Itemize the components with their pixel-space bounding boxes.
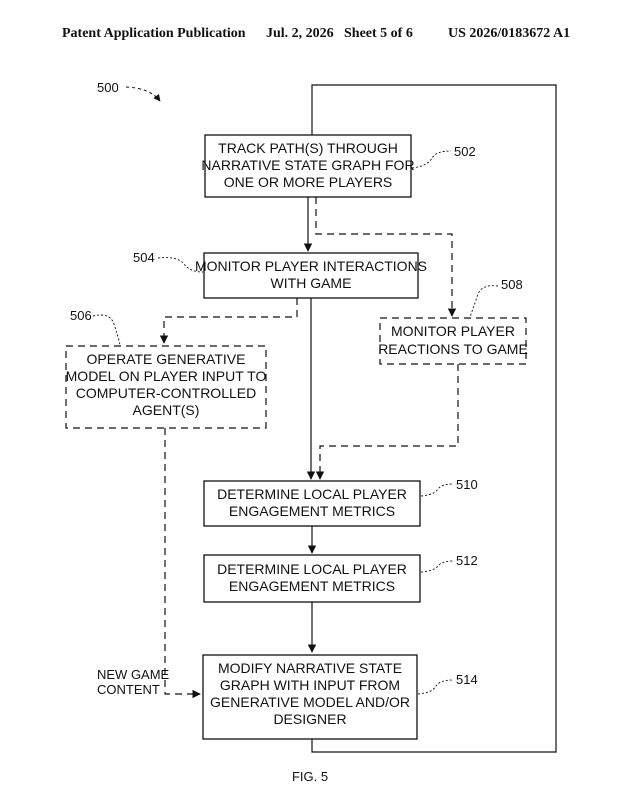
step-502-line-1: TRACK PATH(S) THROUGH bbox=[218, 140, 398, 156]
step-514-line-1: MODIFY NARRATIVE STATE bbox=[218, 660, 402, 676]
step-512-box: DETERMINE LOCAL PLAYER ENGAGEMENT METRIC… bbox=[204, 555, 420, 602]
step-506-line-4: AGENT(S) bbox=[133, 402, 200, 418]
ref-508: 508 bbox=[501, 277, 523, 292]
step-514-line-4: DESIGNER bbox=[273, 711, 346, 727]
ref-514: 514 bbox=[456, 672, 478, 687]
step-514-line-2: GRAPH WITH INPUT FROM bbox=[220, 677, 400, 693]
step-510-line-2: ENGAGEMENT METRICS bbox=[229, 503, 395, 519]
ref-500-arrow bbox=[126, 87, 160, 101]
ref-504: 504 bbox=[133, 250, 155, 265]
new-game-content-line-2: CONTENT bbox=[97, 682, 160, 697]
ref-510-leader bbox=[421, 484, 453, 496]
step-512-line-1: DETERMINE LOCAL PLAYER bbox=[217, 561, 407, 577]
ref-502: 502 bbox=[454, 144, 476, 159]
step-504-line-2: WITH GAME bbox=[271, 275, 352, 291]
step-508-line-1: MONITOR PLAYER bbox=[391, 323, 515, 339]
step-510-line-1: DETERMINE LOCAL PLAYER bbox=[217, 486, 407, 502]
step-508-line-2: REACTIONS TO GAME bbox=[378, 341, 528, 357]
step-502-line-3: ONE OR MORE PLAYERS bbox=[224, 174, 393, 190]
step-502-box: TRACK PATH(S) THROUGH NARRATIVE STATE GR… bbox=[201, 135, 414, 197]
step-506-box: OPERATE GENERATIVE MODEL ON PLAYER INPUT… bbox=[66, 346, 267, 428]
arrow-506-to-514 bbox=[165, 428, 200, 694]
figure-label: FIG. 5 bbox=[292, 769, 328, 784]
step-504-line-1: MONITOR PLAYER INTERACTIONS bbox=[195, 258, 427, 274]
ref-506-leader bbox=[93, 315, 120, 345]
step-512-line-2: ENGAGEMENT METRICS bbox=[229, 578, 395, 594]
step-514-box: MODIFY NARRATIVE STATE GRAPH WITH INPUT … bbox=[203, 655, 417, 739]
ref-508-leader bbox=[470, 286, 498, 317]
ref-500: 500 bbox=[97, 80, 119, 95]
arrow-504-to-506 bbox=[164, 298, 297, 343]
step-506-line-2: MODEL ON PLAYER INPUT TO bbox=[66, 368, 267, 384]
step-502-line-2: NARRATIVE STATE GRAPH FOR bbox=[201, 157, 414, 173]
ref-510: 510 bbox=[456, 477, 478, 492]
step-508-box: MONITOR PLAYER REACTIONS TO GAME bbox=[378, 318, 528, 364]
ref-514-leader bbox=[418, 680, 453, 694]
ref-512: 512 bbox=[456, 553, 478, 568]
step-514-line-3: GENERATIVE MODEL AND/OR bbox=[210, 694, 410, 710]
step-506-line-1: OPERATE GENERATIVE bbox=[87, 351, 246, 367]
new-game-content-line-1: NEW GAME bbox=[97, 667, 170, 682]
arrow-508-to-510 bbox=[320, 364, 458, 479]
ref-512-leader bbox=[421, 561, 453, 572]
ref-502-leader bbox=[412, 151, 451, 168]
step-504-box: MONITOR PLAYER INTERACTIONS WITH GAME bbox=[195, 253, 427, 298]
step-510-box: DETERMINE LOCAL PLAYER ENGAGEMENT METRIC… bbox=[204, 481, 420, 526]
ref-506: 506 bbox=[70, 308, 92, 323]
step-506-line-3: COMPUTER-CONTROLLED bbox=[76, 385, 256, 401]
